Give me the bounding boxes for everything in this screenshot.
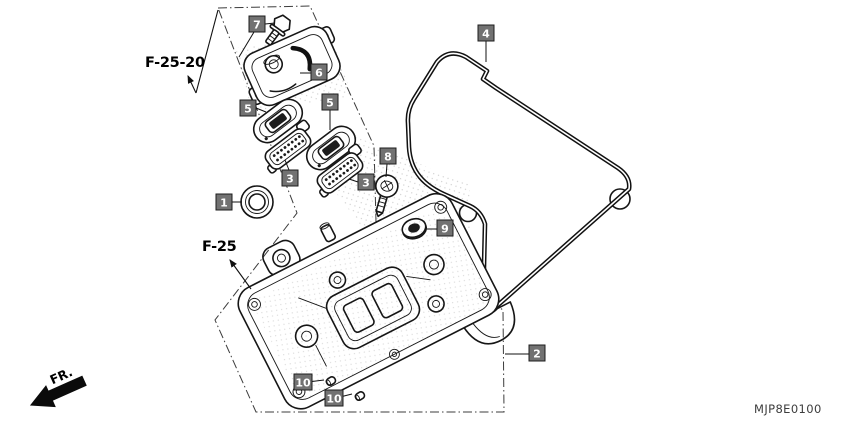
callout-5[interactable]: 5 [239, 99, 267, 117]
callout-number: 7 [253, 19, 261, 32]
cap-10-left-drawing [325, 376, 337, 387]
seal-5-right-drawing [305, 125, 357, 171]
pcv-plate-3-right-drawing [316, 143, 364, 198]
callout-number: 3 [286, 173, 294, 186]
washer-bolt-8-drawing [375, 174, 399, 218]
callout-number: 5 [326, 97, 334, 110]
callout-box[interactable] [357, 173, 375, 191]
callout-leader [284, 159, 290, 171]
callout-4[interactable]: 4 [477, 24, 495, 62]
callout-9[interactable]: 9 [427, 219, 454, 237]
callout-3[interactable]: 3 [281, 159, 299, 187]
callout-10[interactable]: 10 [293, 373, 325, 391]
callout-leader [264, 22, 276, 25]
callout-8[interactable]: 8 [379, 147, 397, 178]
callout-leader [238, 31, 255, 58]
callout-3[interactable]: 3 [348, 173, 375, 191]
bolt-7-drawing [265, 14, 291, 46]
assembly-boundary [214, 5, 505, 413]
callout-10[interactable]: 10 [324, 389, 353, 407]
callout-layer: 1 2 3 3 4 5 5 6 7 8 9 10 10 [215, 15, 546, 407]
callout-number: 9 [441, 223, 449, 236]
callout-number: 4 [482, 28, 490, 41]
callout-number: 10 [295, 377, 311, 390]
seal-5-left-drawing [252, 98, 304, 144]
diagram-code: MJP8E0100 [754, 402, 822, 416]
figure-ref-f-25[interactable]: F-25 [202, 239, 252, 290]
pcv-plate-3-left-drawing [264, 119, 312, 174]
callout-7[interactable]: 7 [238, 15, 276, 58]
figure-ref-label[interactable]: F-25-20 [145, 55, 205, 71]
head-cover-2-drawing [237, 192, 516, 410]
fr-arrow-icon [29, 375, 87, 408]
figure-ref-f-25-20[interactable]: F-25-20 [145, 9, 219, 94]
callout-box[interactable] [281, 169, 299, 187]
callout-number: 10 [326, 393, 342, 406]
callout-box[interactable] [436, 219, 454, 237]
callout-number: 8 [384, 151, 392, 164]
callout-box[interactable] [239, 99, 257, 117]
callout-box[interactable] [324, 389, 344, 407]
breather-plate-6-drawing [243, 25, 341, 107]
grommet-1-drawing [240, 185, 274, 219]
callout-box[interactable] [528, 344, 546, 362]
callout-box[interactable] [310, 63, 328, 81]
cap-10-right-drawing [354, 391, 366, 402]
gasket-4-drawing [405, 51, 632, 315]
callout-5[interactable]: 5 [321, 93, 339, 130]
callout-2[interactable]: 2 [505, 344, 546, 362]
callout-1[interactable]: 1 [215, 193, 242, 211]
callout-6[interactable]: 6 [300, 63, 328, 81]
callout-box[interactable] [293, 373, 313, 391]
callout-number: 1 [220, 197, 228, 210]
fr-direction-arrow: FR. [29, 364, 87, 408]
callout-leader [348, 178, 359, 183]
seal-washer-9-drawing [401, 217, 428, 240]
callout-number: 6 [315, 67, 323, 80]
callout-box[interactable] [248, 15, 266, 33]
callout-number: 3 [362, 177, 370, 190]
callout-box[interactable] [215, 193, 233, 211]
figure-ref-label[interactable]: F-25 [202, 239, 237, 255]
callout-box[interactable] [477, 24, 495, 42]
callout-box[interactable] [321, 93, 339, 111]
callout-number: 5 [244, 103, 252, 116]
callout-box[interactable] [379, 147, 397, 165]
callout-number: 2 [533, 348, 541, 361]
callout-leader [385, 163, 388, 178]
callout-leader [255, 107, 267, 113]
